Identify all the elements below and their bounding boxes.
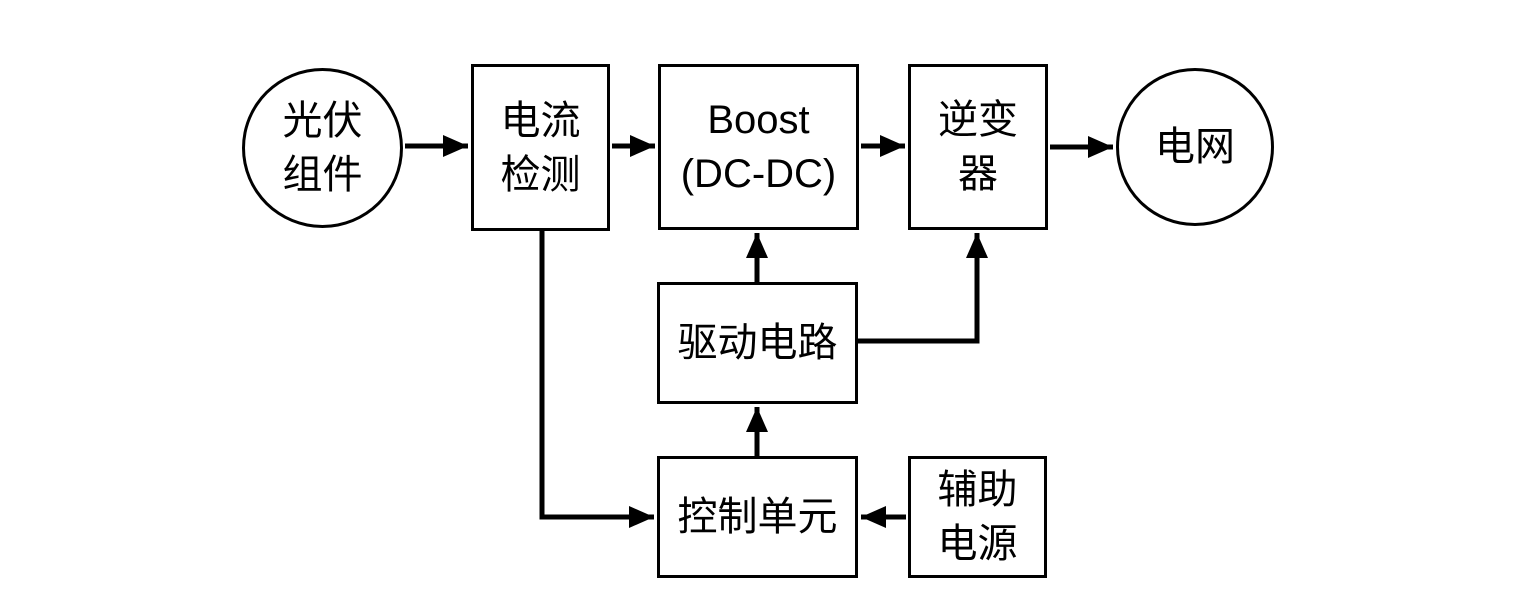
node-current-detection: 电流 检测 — [471, 64, 610, 231]
inverter-label: 逆变 器 — [938, 97, 1018, 196]
node-boost-dcdc: Boost (DC-DC) — [658, 64, 859, 230]
pv-module-label: 光伏 组件 — [282, 98, 363, 197]
node-grid: 电网 — [1116, 68, 1274, 226]
current-detection-label: 电流 检测 — [500, 97, 581, 197]
node-aux-power: 辅助 电源 — [908, 456, 1047, 578]
node-control-unit: 控制单元 — [657, 456, 858, 578]
node-pv-module: 光伏 组件 — [242, 68, 403, 228]
boost-dcdc-label: Boost (DC-DC) — [680, 98, 837, 196]
control-unit-label: 控制单元 — [677, 494, 838, 539]
node-drive-circuit: 驱动电路 — [657, 282, 858, 404]
node-inverter: 逆变 器 — [908, 64, 1048, 230]
drive-circuit-label: 驱动电路 — [677, 320, 838, 365]
grid-label: 电网 — [1155, 124, 1235, 169]
arrow-current-to-control — [539, 230, 654, 528]
aux-power-label: 辅助 电源 — [937, 467, 1018, 566]
arrow-drive-to-inverter — [856, 233, 988, 344]
